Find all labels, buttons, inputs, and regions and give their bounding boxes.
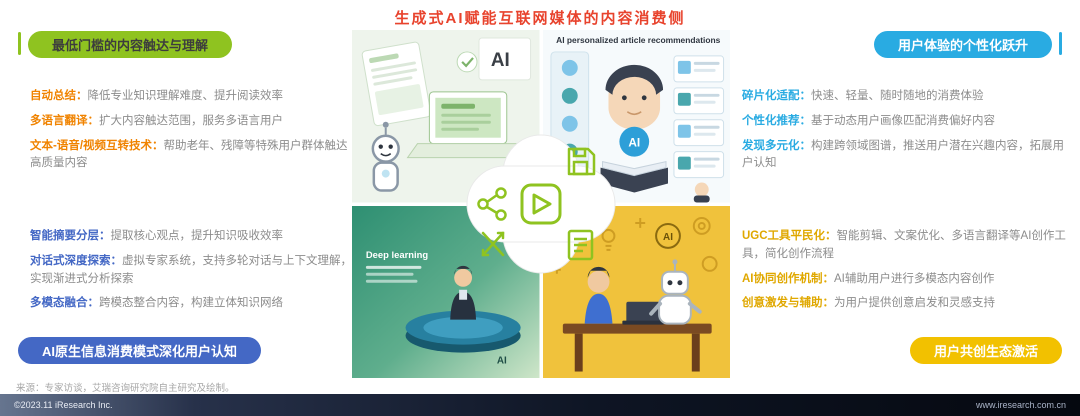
feature-label: 多模态融合： — [30, 297, 99, 310]
feature-label: 文本-语音/视频互转技术： — [30, 139, 164, 152]
feature-text: 虚拟专家系统，支持多轮对话与上下文理解，实现渐进式分析探索 — [30, 254, 352, 285]
ai-badge: AI — [663, 231, 673, 242]
feature-text: 构建跨领域图谱，推送用户潜在兴趣内容，拓展用户认知 — [742, 139, 1064, 170]
copyright-text: ©2023.11 iResearch Inc. — [14, 400, 113, 410]
feature-item: 智能摘要分层：提取核心观点，提升知识吸收效率 — [30, 228, 354, 246]
feature-text: 为用户提供创意启发和灵感支持 — [834, 297, 995, 310]
feature-item: 自动总结：降低专业知识理解难度、提升阅读效率 — [30, 88, 354, 106]
feature-label: 智能摘要分层： — [30, 230, 111, 242]
feature-text: 扩大内容触达范围，服务多语言用户 — [99, 114, 283, 127]
feature-label: UGC工具平民化： — [742, 230, 837, 242]
section-content-access-items: 自动总结：降低专业知识理解难度、提升阅读效率 多语言翻译：扩大内容触达范围，服务… — [30, 88, 354, 180]
feature-text: 智能剪辑、文案优化、多语言翻译等AI创作工具，简化创作流程 — [742, 230, 1066, 260]
feature-text: 帮助老年、残障等特殊用户群体触达高质量内容 — [30, 139, 348, 170]
feature-label: 发现多元化： — [742, 139, 811, 152]
document-icon — [567, 229, 594, 261]
accent-bar-right-top — [1059, 32, 1062, 55]
feature-label: 个性化推荐： — [742, 114, 811, 127]
section-personalization-items: 碎片化适配：快速、轻量、随时随地的消费体验 个性化推荐：基于动态用户画像匹配消费… — [742, 88, 1066, 180]
feature-item: 文本-语音/视频互转技术：帮助老年、残障等特殊用户群体触达高质量内容 — [30, 138, 354, 174]
feature-item: 多模态融合：跨模态整合内容，构建立体知识网络 — [30, 295, 354, 313]
feature-label: 多语言翻译： — [30, 114, 99, 127]
source-note: 来源：专家访谈，艾瑞咨询研究院自主研究及绘制。 — [16, 383, 235, 394]
feature-item: 对话式深度探索：虚拟专家系统，支持多轮对话与上下文理解，实现渐进式分析探索 — [30, 253, 354, 289]
section-cocreation-items: UGC工具平民化：智能剪辑、文案优化、多语言翻译等AI创作工具，简化创作流程 A… — [742, 228, 1066, 320]
feature-item: AI协同创作机制：AI辅助用户进行多模态内容创作 — [742, 271, 1066, 289]
accent-bar-left-top — [18, 32, 21, 55]
section-header-ai-native-consumption: AI原生信息消费模式深化用户认知 — [18, 337, 262, 364]
share-icon — [477, 187, 507, 221]
ai-badge: AI — [497, 355, 507, 366]
page-title: 生成式AI赋能互联网媒体的内容消费侧 — [394, 10, 686, 27]
section-header-personalization: 用户体验的个性化跃升 — [873, 31, 1052, 58]
section-header-content-access: 最低门槛的内容触达与理解 — [28, 31, 233, 58]
deep-learning-caption: Deep learning — [366, 249, 428, 260]
feature-item: UGC工具平民化：智能剪辑、文案优化、多语言翻译等AI创作工具，简化创作流程 — [742, 228, 1066, 264]
illustration-deep-learning: Deep learning AI — [352, 205, 540, 378]
feature-item: 发现多元化：构建跨领域图谱，推送用户潜在兴趣内容，拓展用户认知 — [742, 138, 1066, 174]
feature-item: 碎片化适配：快速、轻量、随时随地的消费体验 — [742, 88, 1066, 106]
feature-text: AI辅助用户进行多模态内容创作 — [834, 272, 995, 285]
recommendations-caption: AI personalized article recommendations — [556, 35, 720, 45]
feature-text: 跨模态整合内容，构建立体知识网络 — [99, 297, 283, 310]
save-icon — [567, 147, 596, 176]
illustration-content-access: AI — [352, 30, 540, 203]
center-illustration-grid: AI — [352, 30, 730, 378]
feature-text: 基于动态用户画像匹配消费偏好内容 — [811, 114, 995, 127]
footer-bar: ©2023.11 iResearch Inc. www.iresearch.co… — [0, 394, 1080, 416]
ai-badge: AI — [628, 136, 640, 150]
feature-label: 创意激发与辅助： — [742, 297, 834, 310]
website-text: www.iresearch.com.cn — [975, 400, 1066, 410]
section-ai-native-items: 智能摘要分层：提取核心观点，提升知识吸收效率 对话式深度探索：虚拟专家系统，支持… — [30, 228, 354, 320]
feature-item: 个性化推荐：基于动态用户画像匹配消费偏好内容 — [742, 113, 1066, 131]
feature-label: 碎片化适配： — [742, 90, 811, 102]
feature-label: 对话式深度探索： — [30, 254, 122, 267]
feature-label: 自动总结： — [30, 90, 88, 102]
feature-label: AI协同创作机制： — [742, 272, 834, 285]
feature-item: 创意激发与辅助：为用户提供创意启发和灵感支持 — [742, 295, 1066, 313]
feature-text: 提取核心观点，提升知识吸收效率 — [110, 230, 284, 242]
feature-text: 降低专业知识理解难度、提升阅读效率 — [87, 90, 284, 102]
center-hub — [465, 133, 617, 275]
play-icon — [520, 183, 562, 225]
feature-text: 快速、轻量、随时随地的消费体验 — [811, 90, 984, 102]
cross-arrows-icon — [481, 231, 505, 257]
ai-badge: AI — [491, 50, 510, 71]
section-header-cocreation-ecosystem: 用户共创生态激活 — [909, 337, 1062, 364]
feature-item: 多语言翻译：扩大内容触达范围，服务多语言用户 — [30, 113, 354, 131]
